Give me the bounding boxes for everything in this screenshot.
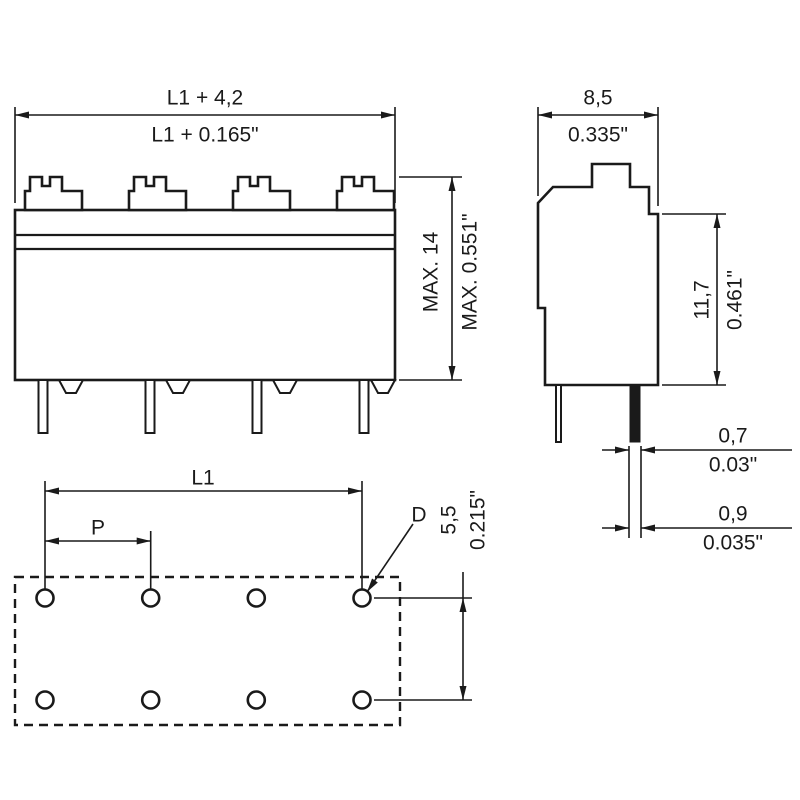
side-height-inch-label: 0.461" [724, 270, 747, 330]
front-standoffs [57, 379, 397, 394]
arrowhead-leader [367, 578, 378, 592]
arrowhead-left [45, 487, 59, 495]
drill-holes [35, 588, 372, 710]
side-height-mm-label: 11,7 [691, 280, 714, 319]
front-pin-3 [251, 379, 263, 434]
clamp-unit-2 [127, 175, 188, 212]
arrowhead-left [45, 537, 59, 545]
arrowhead-down [713, 371, 721, 385]
arrowhead-right [136, 537, 151, 545]
front-height-mm-label: MAX. 14 [420, 231, 443, 312]
hole-r1c4 [352, 588, 372, 608]
pin-thickness-mm-label: 0,7 [718, 425, 747, 448]
front-housing-body [13, 208, 397, 382]
hole-diameter-callout: D [366, 504, 427, 593]
hole-r1c2 [140, 588, 161, 608]
standoff-1 [57, 379, 85, 394]
row-spacing-mm-label: 5,5 [438, 505, 461, 534]
footprint-outline [13, 575, 402, 727]
hole-r2c1 [35, 690, 55, 710]
standoff-4 [369, 379, 397, 394]
clamp-unit-4 [335, 175, 396, 212]
side-view: 8,5 0.335" 11,7 0.461" 0,7 0.03" [536, 87, 792, 555]
side-pin-front [555, 384, 562, 443]
arrowhead-right [615, 524, 629, 532]
pin-thickness-dimension: 0,7 0.03" [602, 425, 792, 538]
footprint-length-dimension: L1 [44, 467, 363, 589]
pin-width-mm-label: 0,9 [718, 503, 747, 526]
footprint-pitch-label: P [91, 517, 105, 540]
row-spacing-inch-label: 0.215" [467, 490, 490, 550]
arrowhead-up [459, 598, 467, 612]
side-height-dimension: 11,7 0.461" [662, 213, 747, 386]
arrowhead-up [448, 177, 456, 191]
arrowhead-left [641, 524, 655, 532]
arrowhead-right [348, 487, 362, 495]
front-height-inch-label: MAX. 0.551" [459, 213, 482, 330]
arrowhead-right [644, 111, 658, 119]
side-depth-inch-label: 0.335" [568, 124, 628, 147]
standoff-2 [164, 379, 192, 394]
side-depth-dimension: 8,5 0.335" [537, 87, 659, 206]
footprint-pitch-dimension: P [45, 517, 152, 589]
footprint-view: L1 P D 5,5 0.215" [13, 467, 490, 727]
footprint-length-label: L1 [191, 467, 214, 490]
arrowhead-left [15, 111, 29, 119]
front-width-mm-label: L1 + 4,2 [167, 87, 243, 110]
arrowhead-right [615, 446, 629, 454]
front-height-dimension: MAX. 14 MAX. 0.551" [399, 176, 482, 381]
arrowhead-right [381, 111, 395, 119]
clamp-unit-3 [231, 175, 292, 212]
clamp-unit-1 [23, 175, 84, 212]
front-view: L1 + 4,2 L1 + 0.165" MAX. 14 MAX. 0.551" [13, 87, 482, 434]
hole-diameter-label: D [411, 504, 426, 527]
front-clamp-units [23, 175, 396, 212]
hole-r1c1 [35, 588, 55, 608]
arrowhead-left [538, 111, 552, 119]
front-width-dimension: L1 + 4,2 L1 + 0.165" [14, 87, 396, 203]
row-spacing-dimension: 5,5 0.215" [374, 490, 490, 701]
hole-r2c4 [352, 690, 372, 710]
hole-r1c3 [246, 588, 267, 608]
front-solder-pins [37, 379, 370, 434]
standoff-3 [271, 379, 299, 394]
side-pin-rear [629, 384, 641, 443]
front-pin-1 [37, 379, 49, 434]
pin-thickness-inch-label: 0.03" [709, 454, 757, 477]
arrowhead-down [448, 366, 456, 380]
hole-r2c3 [246, 690, 267, 710]
front-pin-2 [144, 379, 156, 434]
side-depth-mm-label: 8,5 [583, 87, 612, 110]
arrowhead-up [713, 214, 721, 228]
hole-r2c2 [140, 690, 161, 710]
arrowhead-left [641, 446, 655, 454]
pin-width-dimension: 0,9 0.035" [602, 503, 792, 555]
side-housing-body [536, 162, 660, 387]
pin-width-inch-label: 0.035" [703, 532, 763, 555]
front-width-inch-label: L1 + 0.165" [151, 124, 258, 147]
front-pin-4 [358, 379, 370, 434]
arrowhead-down [459, 686, 467, 700]
